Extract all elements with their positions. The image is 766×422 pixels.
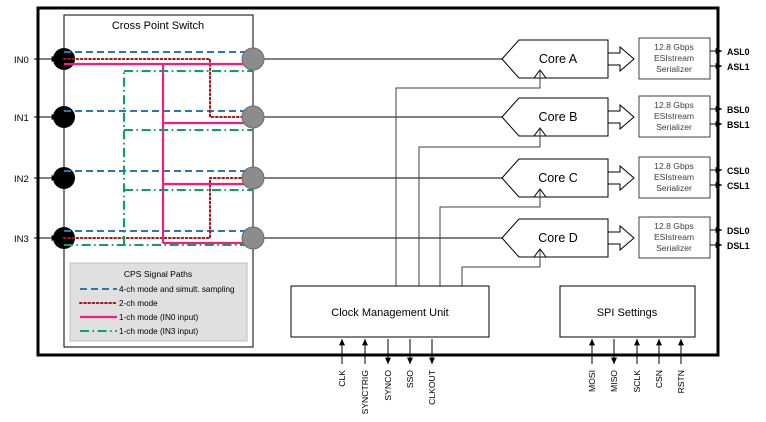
cmu-pin-clk: CLK [337,338,347,387]
input-node-in1 [53,106,75,128]
spi-pin-sclk: SCLK [632,338,642,393]
serializer-b-line2: ESIstream [654,111,694,121]
legend-item-2ch: 2-ch mode [78,299,158,308]
spi-pin-label-miso: MISO [609,370,619,392]
clock-route-core-d [461,249,541,286]
output-label-bsl0: BSL0 [727,105,750,115]
clock-route-core-a [395,70,541,286]
cmu-pin-synco: SYNCO [383,339,393,401]
serializer-c-line2: ESIstream [654,172,694,182]
cmu-pin-clkout: CLKOUT [427,339,437,405]
path-1ch-in0 [64,62,253,245]
serializer-d-line1: 12.8 Gbps [654,221,694,231]
core-d-block: Core D [501,218,635,258]
legend-label-2ch: 2-ch mode [119,299,158,308]
input-label-in1: IN1 [14,113,29,124]
cps-output-node-2 [241,166,265,190]
spi-pin-label-mosi: MOSI [587,370,597,392]
serializer-box-d [638,216,711,259]
spi-pin-label-rstn: RSTN [676,370,686,393]
spi-pin-label-csn: CSN [654,370,664,388]
core-a-block: Core A [501,39,635,79]
clock-route-core-b [418,128,541,286]
serializer-box-b [638,95,711,138]
output-label-bsl1: BSL1 [727,120,750,130]
spi-pin-mosi: MOSI [587,338,597,392]
spi-pin-label-sclk: SCLK [632,370,642,393]
cps-output-node-1 [241,105,265,129]
serializer-c-line3: Serializer [656,183,692,193]
legend-label-1ch-in3: 1-ch mode (IN3 input) [119,327,198,336]
path-1ch-in3 [64,69,253,247]
cmu-pin-label-clkout: CLKOUT [427,369,437,405]
cmu-pin-sso: SSO [405,339,415,388]
serializer-d-line2: ESIstream [654,232,694,242]
legend-item-1ch-in3: 1-ch mode (IN3 input) [80,327,198,336]
output-label-csl1: CSL1 [727,181,750,191]
serializer-a-line1: 12.8 Gbps [654,42,694,52]
path-4ch-mode [64,50,253,233]
legend-label-1ch-in0: 1-ch mode (IN0 input) [119,313,198,322]
spi-pin-miso: MISO [609,339,619,392]
legend-box [69,262,248,342]
serializer-d-line3: Serializer [656,243,692,253]
legend-item-4ch: 4-ch mode and simult. sampling [80,285,235,294]
core-c-block: Core C [501,158,635,198]
serializer-b-line1: 12.8 Gbps [654,100,694,110]
cross-point-switch-title: Cross Point Switch [112,20,204,32]
input-label-in3: IN3 [14,234,29,245]
input-node-in2 [53,167,75,189]
output-label-csl0: CSL0 [727,166,750,176]
serializer-box-a [638,37,711,80]
core-b-label: Core B [539,110,578,124]
cps-output-node-3 [241,226,265,250]
cmu-pin-label-sso: SSO [405,370,415,388]
serializer-c-line1: 12.8 Gbps [654,161,694,171]
input-pin-in1: IN1 [14,106,75,128]
cmu-pin-label-synco: SYNCO [383,370,393,401]
spi-pin-rstn: RSTN [676,338,686,393]
legend-label-4ch: 4-ch mode and simult. sampling [119,285,235,294]
core-a-label: Core A [539,52,578,66]
serializer-a-line3: Serializer [656,64,692,74]
output-label-asl1: ASL1 [727,62,750,72]
spi-settings-label: SPI Settings [597,307,658,319]
output-label-asl0: ASL0 [727,47,750,57]
cmu-pin-label-clk: CLK [337,370,347,387]
core-c-label: Core C [538,171,578,185]
core-d-label: Core D [538,231,578,245]
input-label-in0: IN0 [14,55,29,66]
output-label-dsl0: DSL0 [727,226,750,236]
cps-output-node-0 [241,47,265,71]
spi-pin-csn: CSN [654,338,664,388]
chip-boundary [36,6,720,357]
clock-management-unit-box [290,285,490,338]
output-label-dsl1: DSL1 [727,241,750,251]
spi-settings-box [559,285,696,338]
path-2ch-mode [62,57,255,240]
input-pin-in2: IN2 [14,167,75,189]
serializer-box-c [638,156,711,199]
serializer-b-line3: Serializer [656,122,692,132]
clock-management-unit-label: Clock Management Unit [331,307,448,319]
serializer-a-line2: ESIstream [654,53,694,63]
legend-item-1ch-in0: 1-ch mode (IN0 input) [80,313,198,322]
cmu-pin-label-synctrig: SYNCTRIG [360,370,370,415]
clock-route-core-c [439,189,541,286]
input-label-in2: IN2 [14,174,29,185]
core-b-block: Core B [501,97,635,137]
legend-title: CPS Signal Paths [124,269,192,279]
cmu-pin-synctrig: SYNCTRIG [360,338,370,415]
